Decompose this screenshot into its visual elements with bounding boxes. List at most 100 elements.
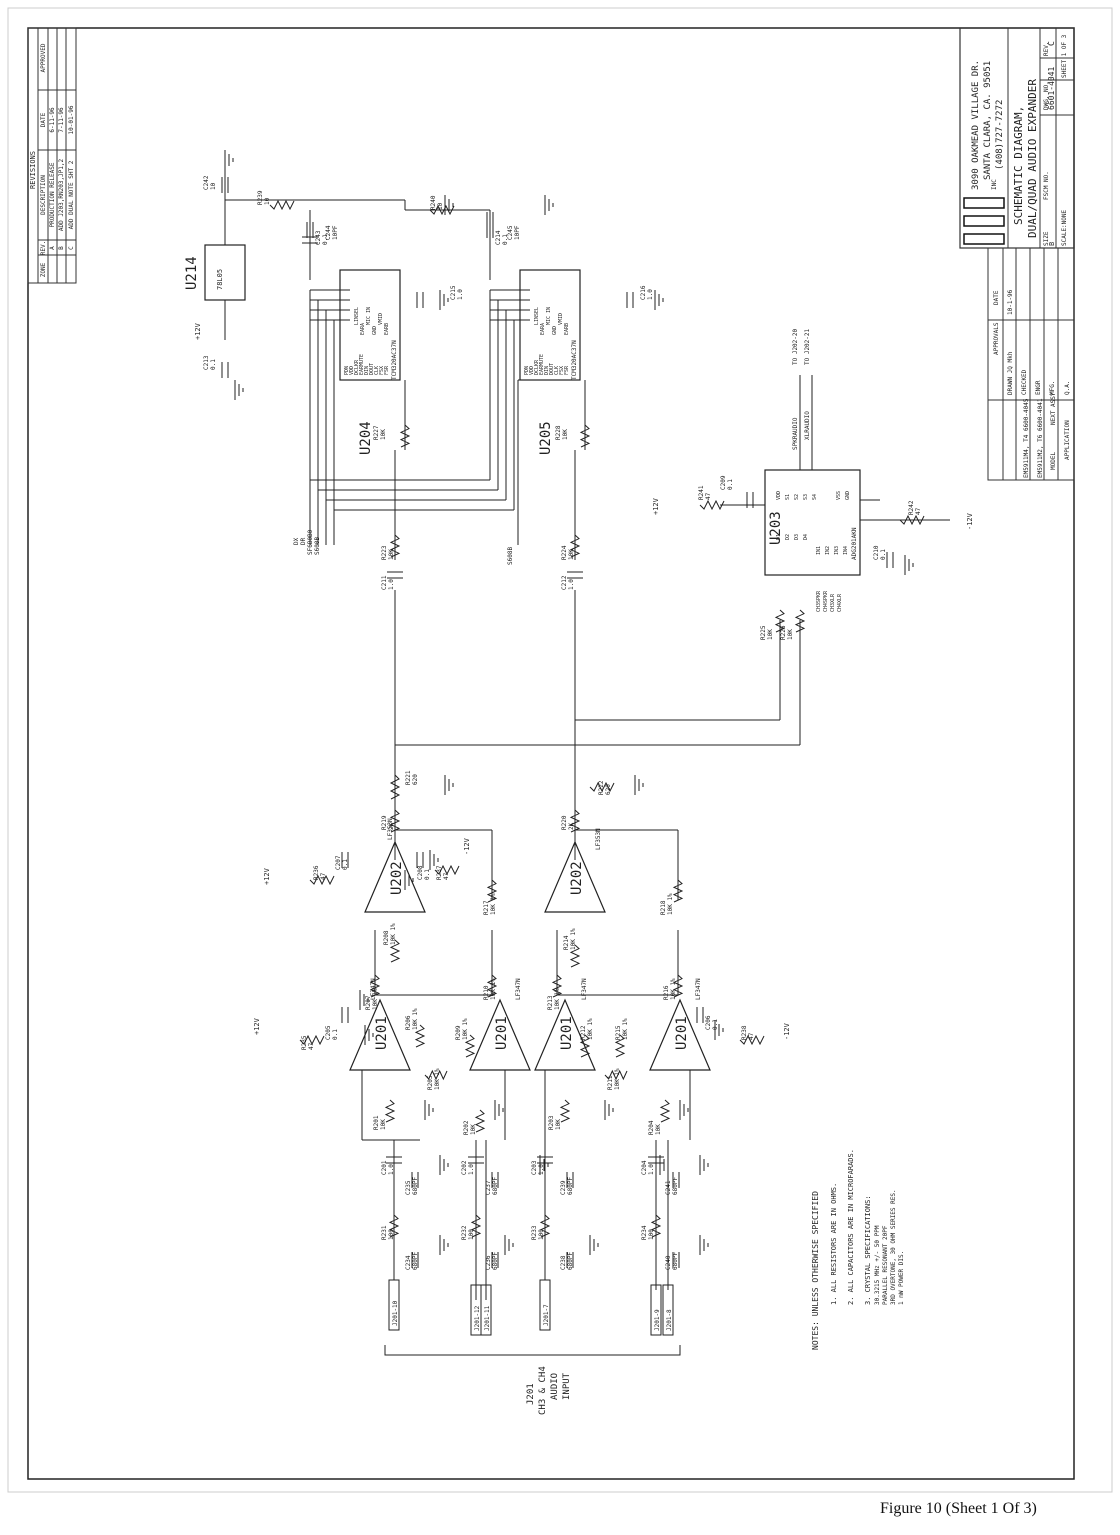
part-ref-label: R210 [483,985,490,1000]
mux-pin-label: S2 [794,494,800,500]
resistor-icon [389,534,401,558]
capacitor-icon [386,1156,402,1164]
resistor-icon [389,939,401,963]
connector-pin-label: J201-9 [654,1309,661,1331]
ground-icon [444,195,454,215]
address-line-1: 3090 OAKMEAD VILLAGE DR. [971,60,981,190]
codec-pin-label: DIN [544,366,550,375]
mux-pin-label: D4 [803,534,809,540]
part-value-label: 10K 1% [490,978,497,1000]
dwg-label: DWG. NO. [1043,81,1050,110]
part-ref-label: R219 [381,815,388,830]
part-ref-label: C201 [381,1160,388,1175]
part-ref-label: C213 [203,355,210,370]
ic-boxes [204,244,861,576]
mux-input-label: CH4XLR [837,593,843,612]
mux-pin-label: IN3 [834,546,840,555]
part-value-label: 10K [787,629,794,640]
u201-label-c: U201 [559,1016,575,1050]
part-value-label: 620 [605,784,612,795]
part-ref-label: R226 [780,625,787,640]
capacitor-icon [566,1252,574,1268]
part-value-label: 100 [468,1229,475,1240]
net-minus12-mux: -12V [966,512,974,530]
part-value-label: 1.0 [538,1164,545,1175]
drawing-border [27,27,1075,1480]
part-value-label: 10K [555,1119,562,1130]
notes-header: NOTES: UNLESS OTHERWISE SPECIFIED [811,1191,820,1350]
resistor-icon [551,974,563,998]
resistor-icon [474,1109,486,1133]
codec-pin-label: DOUT [369,363,375,375]
part-value-label: 47 [443,872,450,880]
drawn-by: DRAWN JQ Mkh [1007,351,1014,395]
part-ref-label: R204 [648,1120,655,1135]
part-ref-label: C239 [560,1180,567,1195]
note-line-3: 3. CRYSTAL SPECIFICATIONS: [864,1195,872,1305]
part-value-label: 0.1 [332,1029,339,1040]
fscm-label: FSCM NO. [1043,171,1050,200]
mux-pin-label: S4 [812,494,818,500]
connector-pin-label: J201-12 [474,1305,481,1331]
engr-label: ENGR [1035,380,1042,395]
part-value-label: 100 [648,1229,655,1240]
part-value-label: 47 [915,507,922,515]
connector-line-2: AUDIO [550,1373,560,1400]
connector-pin-label: J201-7 [543,1304,550,1326]
part-value-label: 10K 1% [667,893,674,915]
connector-ref: J201 [526,1383,536,1405]
resistor-icon [299,1034,325,1046]
part-value-label: 10K [470,1124,477,1135]
part-value-label: 100 [388,1229,395,1240]
part-value-label: 680PF [412,1177,419,1195]
u201-label-d: U201 [674,1016,690,1050]
part-value-label: 10K [568,549,575,560]
net-sf6b0b0: SF6B0B0 [307,529,314,555]
net-spkraudio: SPKRAUDIO [792,417,799,450]
u204-box [339,269,401,381]
codec-pin-label: FSX [379,366,385,375]
ground-icon [234,380,244,400]
drawing-title-1: SCHEMATIC DIAGRAM, [1012,106,1025,225]
net-minus12-u201: -12V [783,1022,791,1040]
u205-type: TCM320AC37N [571,340,578,380]
qa-label: Q.A. [1064,381,1071,395]
rev-header-description: DESCRIPTION [40,175,47,215]
resistor-icon [699,499,725,511]
part-ref-label: R206 [405,1015,412,1030]
next-assy-label: NEXT ASSY [1050,392,1057,425]
part-ref-label: C212 [561,575,568,590]
capacitor-icon [302,236,318,244]
part-value-label: 10K 1% [587,1018,594,1040]
resistor-icon [486,974,498,998]
resistor-icon [539,1214,551,1238]
sheet-label: SHEET 1 OF 3 [1061,34,1068,78]
approvals-date-header: DATE [993,290,1000,305]
net-to-j202-21: TO J202-21 [804,328,811,365]
ground-icon [494,1100,504,1120]
part-value-label: 1.0 [468,1164,475,1175]
u203-type: ADG201AKN [851,527,858,560]
part-ref-label: R242 [908,500,915,515]
part-ref-label: C240 [665,1255,672,1270]
net-plus12-u202: +12V [263,867,271,885]
part-ref-label: R228 [555,425,562,440]
part-ref-label: R203 [548,1115,555,1130]
part-value-label: 10PF [332,225,339,240]
part-value-label: 10K 1% [390,923,397,945]
part-value-label: 47 [748,1032,755,1040]
capacitor-icon [491,1172,499,1188]
scale-label: SCALE:NONE [1061,209,1068,246]
codec-pin-label: VDD [529,366,535,375]
part-value-label: 0.1 [322,234,329,245]
part-ref-label: C243 [315,230,322,245]
mux-input-label: CH3XLR [830,593,836,612]
resistor-icon [486,879,498,903]
part-ref-label: C235 [405,1180,412,1195]
connector-pin-label: J201-11 [484,1305,491,1331]
part-ref-label: C210 [873,545,880,560]
ground-icon [589,1235,599,1255]
part-ref-label: R211 [607,1075,614,1090]
part-ref-label: R237 [436,865,443,880]
